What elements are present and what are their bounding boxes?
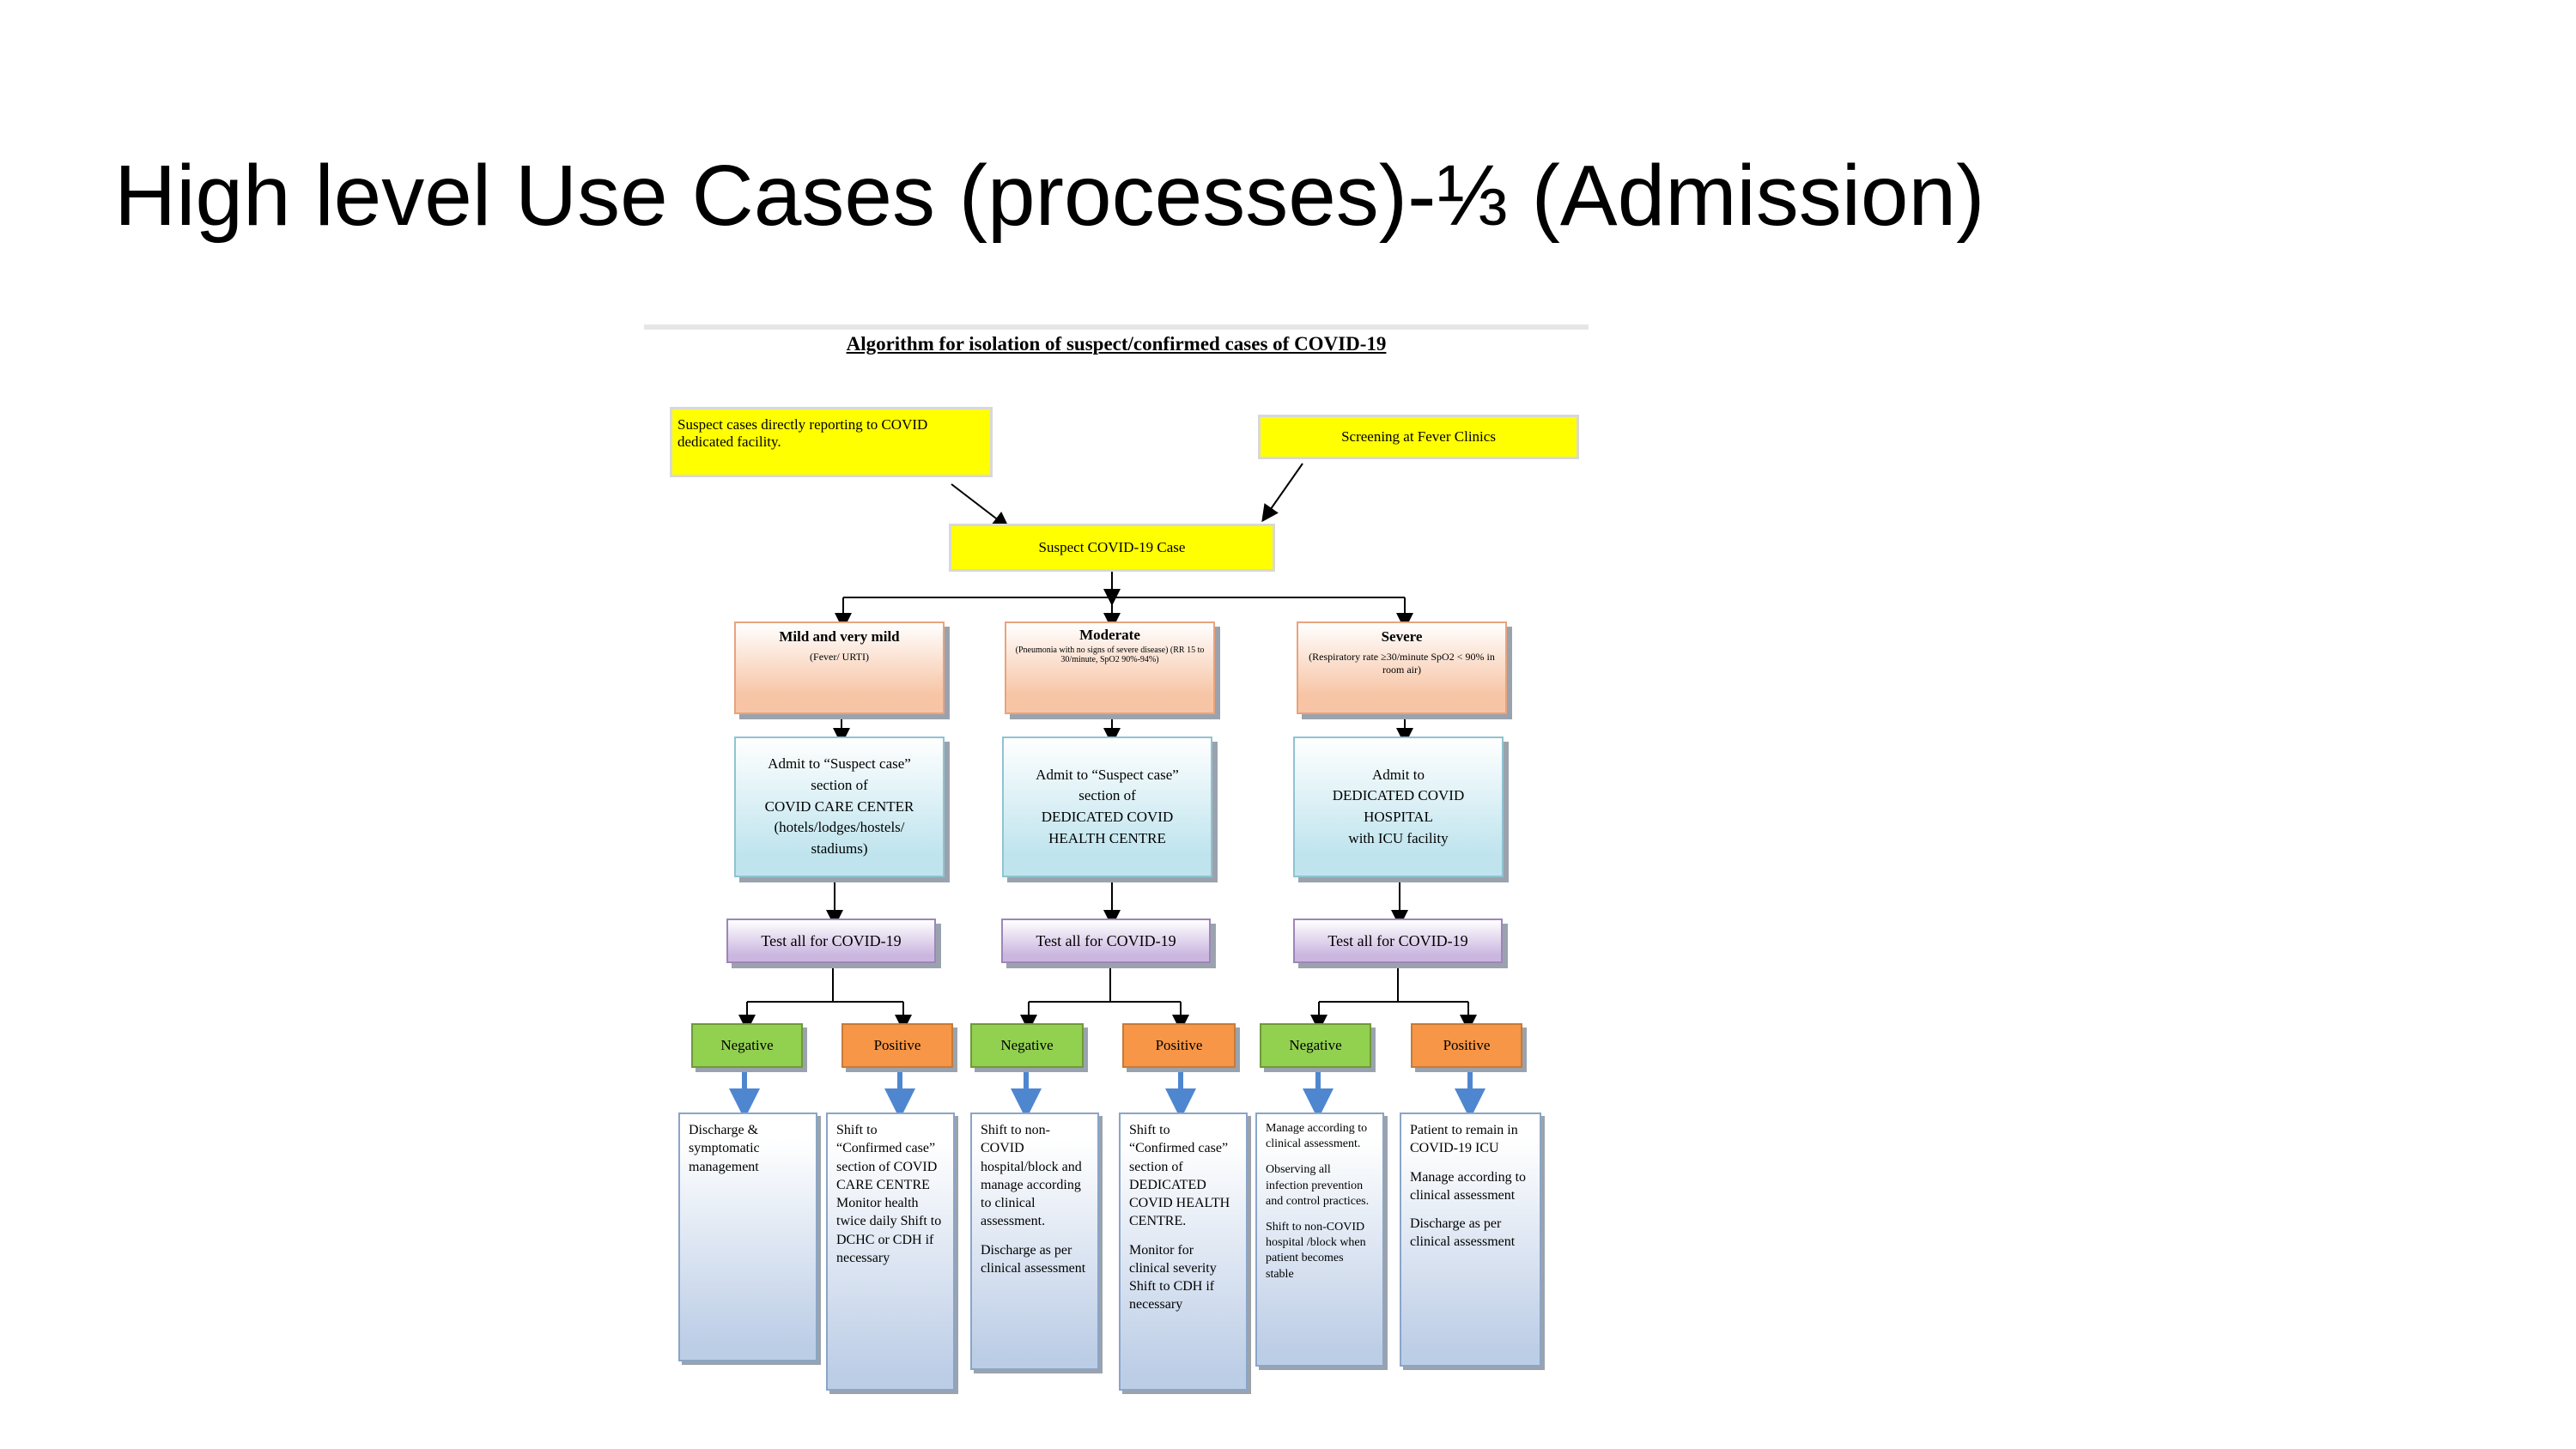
outcome-moderate-negative: Shift to non-COVID hospital/block and ma… <box>970 1113 1099 1370</box>
category-detail: (Respiratory rate ≥30/minute SpO2 < 90% … <box>1309 651 1495 676</box>
outcome-moderate-positive: Shift to “Confirmed case” section of DED… <box>1119 1113 1248 1391</box>
category-title: Mild and very mild <box>779 628 900 645</box>
outcome-text: Shift to “Confirmed case” section of DED… <box>1129 1123 1230 1229</box>
admit-line: DEDICATED COVID <box>1041 809 1174 825</box>
category-mild: Mild and very mild (Fever/ URTI) <box>734 621 945 714</box>
admit-line: section of <box>811 777 868 794</box>
flowchart-image: Algorithm for isolation of suspect/confi… <box>644 324 1589 1413</box>
category-detail: (Fever/ URTI) <box>810 651 869 663</box>
negative-label-moderate: Negative <box>970 1023 1084 1068</box>
admit-dedicated-covid-health-centre: Admit to “Suspect case” section of DEDIC… <box>1002 737 1212 877</box>
category-severe: Severe (Respiratory rate ≥30/minute SpO2… <box>1297 621 1507 714</box>
negative-label-severe: Negative <box>1260 1023 1371 1068</box>
suspect-case-box: Suspect COVID-19 Case <box>949 524 1275 572</box>
outcome-text: Shift to non-COVID hospital /block when … <box>1266 1220 1366 1281</box>
outcome-text: Observing all infection prevention and c… <box>1266 1163 1370 1208</box>
admit-line: Admit to “Suspect case” <box>1036 766 1179 783</box>
test-box-moderate: Test all for COVID-19 <box>1001 919 1211 963</box>
admit-covid-care-center: Admit to “Suspect case” section of COVID… <box>734 737 945 877</box>
positive-label-severe: Positive <box>1411 1023 1522 1068</box>
admit-line: Admit to <box>1372 766 1425 783</box>
admit-dedicated-covid-hospital: Admit to DEDICATED COVID HOSPITAL with I… <box>1293 737 1504 877</box>
outcome-text: Discharge as per clinical assessment <box>981 1242 1086 1276</box>
outcome-text: Discharge & symptomatic management <box>689 1123 760 1174</box>
flowchart-connectors <box>729 463 1485 1119</box>
positive-label-mild: Positive <box>841 1023 953 1068</box>
admit-line: Admit to “Suspect case” <box>768 755 911 773</box>
outcome-text: Manage according to clinical assessment. <box>1266 1122 1368 1151</box>
negative-label-mild: Negative <box>691 1023 803 1068</box>
category-title: Moderate <box>1079 627 1140 643</box>
admit-line: COVID CARE CENTER <box>764 797 914 815</box>
category-moderate: Moderate (Pneumonia with no signs of sev… <box>1005 621 1215 714</box>
admit-line: (hotels/lodges/hostels/ <box>774 819 905 836</box>
outcome-mild-negative: Discharge & symptomatic management <box>678 1113 817 1361</box>
admit-line: DEDICATED COVID <box>1332 787 1465 804</box>
source-direct-reporting: Suspect cases directly reporting to COVI… <box>670 407 993 477</box>
outcome-text: Shift to non-COVID hospital/block and ma… <box>981 1123 1082 1229</box>
admit-line: HOSPITAL <box>1364 809 1433 825</box>
test-box-severe: Test all for COVID-19 <box>1293 919 1503 963</box>
outcome-text: Monitor for clinical severity Shift to C… <box>1129 1242 1217 1313</box>
outcome-severe-positive: Patient to remain in COVID-19 ICU Manage… <box>1400 1113 1541 1367</box>
category-title: Severe <box>1381 628 1423 645</box>
flowchart-heading: Algorithm for isolation of suspect/confi… <box>846 333 1387 355</box>
source-fever-clinics: Screening at Fever Clinics <box>1258 415 1579 459</box>
outcome-text: Discharge as per clinical assessment <box>1410 1216 1516 1250</box>
admit-line: stadiums) <box>811 840 868 857</box>
admit-line: HEALTH CENTRE <box>1048 829 1166 846</box>
test-box-mild: Test all for COVID-19 <box>726 919 936 963</box>
positive-label-moderate: Positive <box>1122 1023 1236 1068</box>
admit-line: with ICU facility <box>1348 829 1449 846</box>
outcome-severe-negative: Manage according to clinical assessment.… <box>1255 1113 1384 1367</box>
outcome-text: Manage according to clinical assessment <box>1410 1169 1527 1203</box>
outcome-text: Shift to “Confirmed case” section of COV… <box>836 1123 942 1265</box>
outcome-mild-positive: Shift to “Confirmed case” section of COV… <box>826 1113 955 1391</box>
slide-title: High level Use Cases (processes)-⅓ (Admi… <box>114 148 1985 244</box>
category-detail: (Pneumonia with no signs of severe disea… <box>1015 646 1205 664</box>
admit-line: section of <box>1078 787 1136 804</box>
outcome-text: Patient to remain in COVID-19 ICU <box>1410 1123 1518 1156</box>
